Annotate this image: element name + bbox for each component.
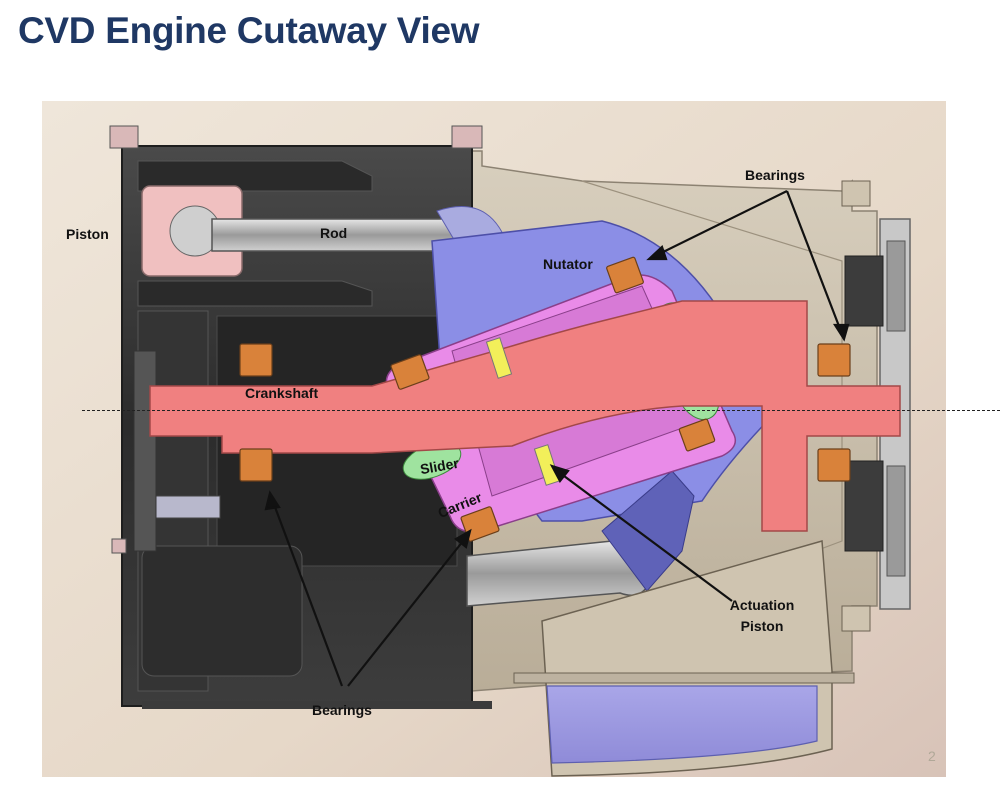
label-nutator: Nutator xyxy=(543,256,593,272)
bearing-nutator-lower xyxy=(678,418,716,452)
page-title: CVD Engine Cutaway View xyxy=(18,10,480,51)
label-bearings-top: Bearings xyxy=(745,167,805,183)
bearing-nutator xyxy=(606,256,644,294)
label-actuation: Actuation xyxy=(729,597,795,613)
bearing-left-top xyxy=(239,343,273,377)
piston-part xyxy=(141,185,243,277)
crankshaft-part xyxy=(149,300,901,532)
label-rod: Rod xyxy=(320,225,348,241)
label-piston: Piston xyxy=(66,226,109,242)
bearing-right-top xyxy=(817,343,851,377)
engine-cutaway-figure xyxy=(42,101,946,777)
label-actuation-piston: Piston xyxy=(740,618,784,634)
label-crankshaft: Crankshaft xyxy=(245,385,319,401)
bearing-carrier-top xyxy=(390,354,430,390)
bearing-left-bottom xyxy=(239,448,273,482)
label-bearings-bottom: Bearings xyxy=(312,702,372,718)
center-axis-line xyxy=(82,410,1000,411)
bearing-right-bottom xyxy=(817,448,851,482)
actuation-piston-bottom xyxy=(533,444,561,486)
actuation-piston-top xyxy=(485,337,513,379)
page-number: 2 xyxy=(928,748,936,764)
